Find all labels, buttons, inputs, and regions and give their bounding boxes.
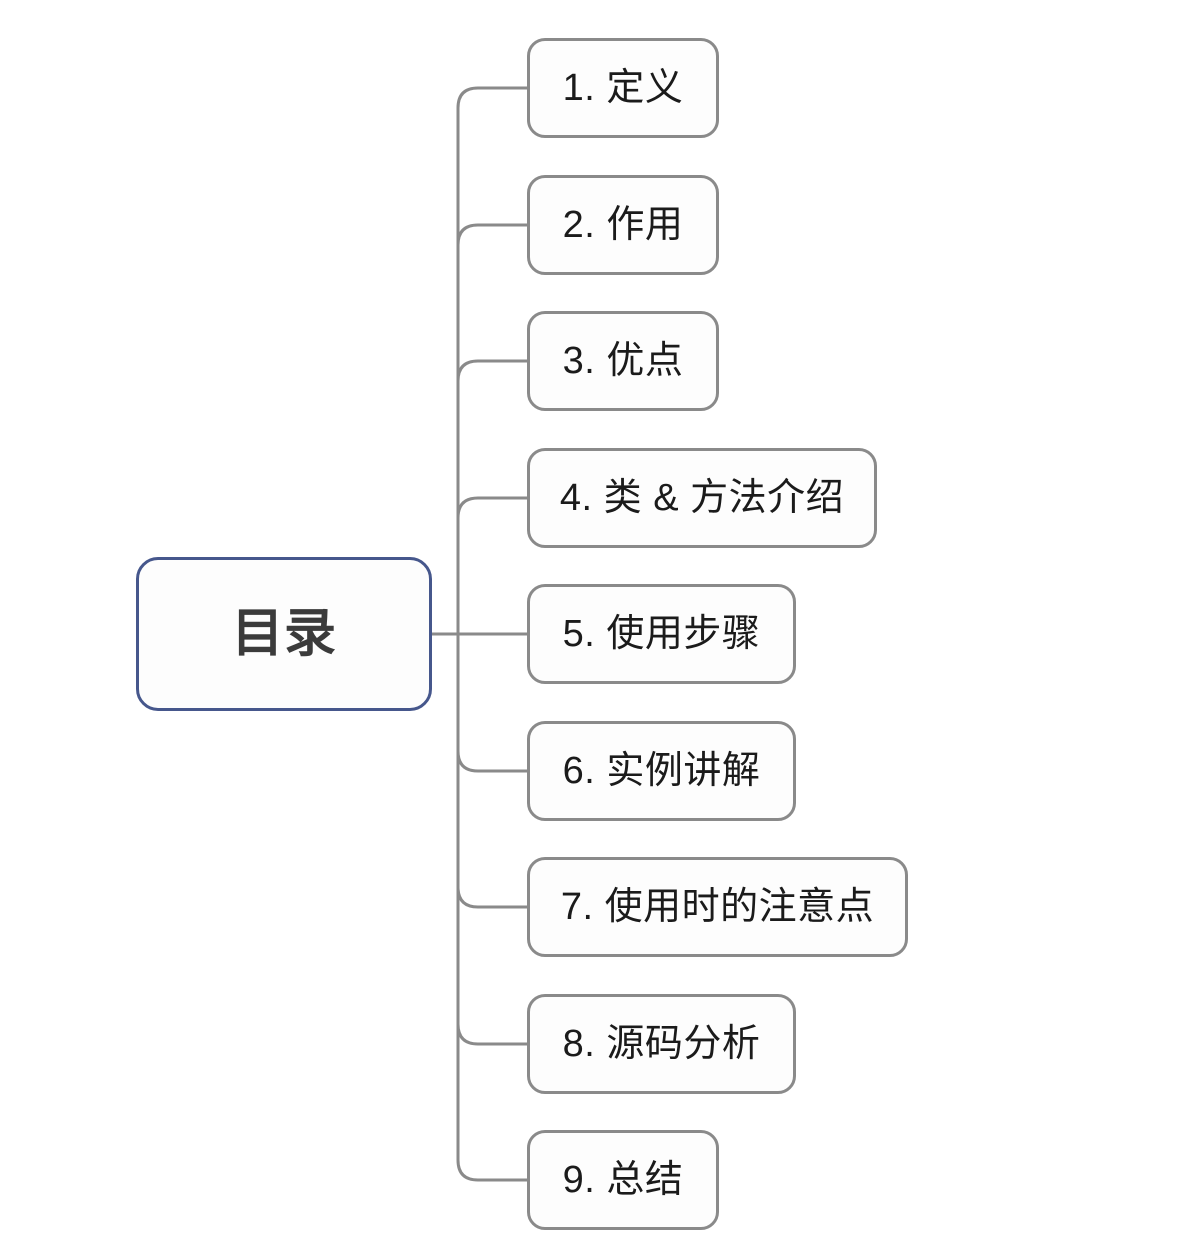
mindmap-node-5[interactable]: 5. 使用步骤 [527,584,796,684]
branch-connector-6 [456,750,527,773]
mindmap-node-7[interactable]: 7. 使用时的注意点 [527,857,908,957]
mindmap-node-label: 4. 类 & 方法介绍 [559,477,845,519]
branch-connector-1 [456,86,527,109]
mindmap-node-label: 1. 定义 [562,67,684,109]
root-node-label: 目录 [231,605,337,663]
branch-connector-4 [456,496,527,519]
mindmap-node-8[interactable]: 8. 源码分析 [527,994,796,1094]
mindmap-node-label: 2. 作用 [562,204,684,246]
branch-connector-7 [456,886,527,909]
mindmap-node-label: 7. 使用时的注意点 [560,886,875,928]
branch-connector-2 [456,223,527,246]
branch-connector-3 [456,359,527,382]
mindmap-node-label: 6. 实例讲解 [562,750,761,792]
mindmap-node-2[interactable]: 2. 作用 [527,175,719,275]
mindmap-node-3[interactable]: 3. 优点 [527,311,719,411]
mindmap-root-node[interactable]: 目录 [136,557,432,711]
mindmap-node-4[interactable]: 4. 类 & 方法介绍 [527,448,877,548]
branch-connector-9 [456,1159,527,1182]
mindmap-node-label: 9. 总结 [562,1159,684,1201]
mindmap-node-label: 3. 优点 [562,340,684,382]
mindmap-node-9[interactable]: 9. 总结 [527,1130,719,1230]
mindmap-node-6[interactable]: 6. 实例讲解 [527,721,796,821]
mindmap-node-1[interactable]: 1. 定义 [527,38,719,138]
branch-connector-8 [456,1023,527,1046]
mindmap-node-label: 5. 使用步骤 [562,613,761,655]
mindmap-node-label: 8. 源码分析 [562,1023,761,1065]
